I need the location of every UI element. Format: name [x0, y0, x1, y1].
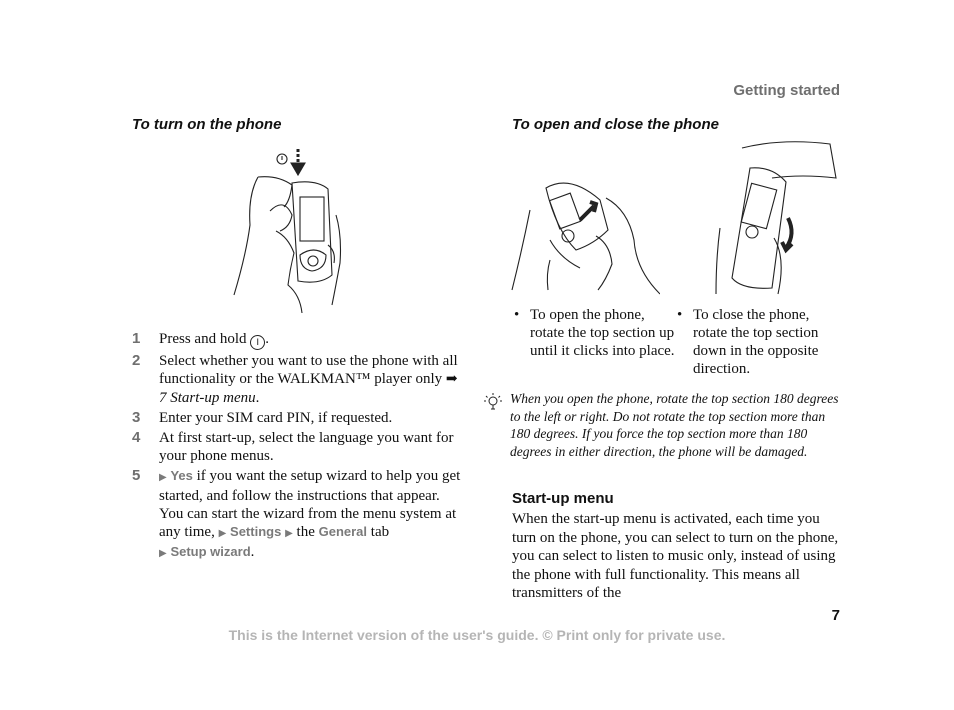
step-text: if you want the setup wizard to help you… — [159, 468, 461, 540]
step-number: 4 — [132, 429, 141, 446]
step-text: Select whether you want to use the phone… — [159, 353, 458, 387]
step-2: 2 Select whether you want to use the pho… — [132, 352, 458, 406]
page-number: 7 — [831, 607, 840, 624]
tip-text: When you open the phone, rotate the top … — [510, 391, 839, 459]
step-3: 3 Enter your SIM card PIN, if requested. — [132, 409, 462, 427]
menu-keyword-general: General — [318, 524, 368, 539]
startup-menu-heading: Start-up menu — [512, 490, 614, 507]
step-number: 2 — [132, 352, 141, 369]
lightbulb-icon — [484, 393, 502, 410]
menu-arrow-icon: ▶ — [218, 528, 227, 539]
menu-arrow-icon: ▶ — [159, 472, 167, 483]
open-phone-illustration — [511, 182, 660, 295]
power-key-icon: I — [250, 335, 266, 350]
turn-on-heading: To turn on the phone — [132, 116, 282, 133]
step-4: 4 At first start-up, select the language… — [132, 429, 462, 465]
step-text: Press and hold — [159, 331, 251, 347]
open-close-heading: To open and close the phone — [512, 116, 719, 133]
step-1: 1 Press and hold I. — [132, 330, 462, 350]
cross-reference-link[interactable]: 7 Start-up menu — [159, 390, 256, 406]
step-text: At first start-up, select the language y… — [159, 430, 454, 464]
steps-list: 1 Press and hold I. 2 Select whether you… — [132, 330, 462, 565]
step-5: 5 ▶ Yes if you want the setup wizard to … — [132, 467, 461, 560]
step-number: 5 — [132, 467, 141, 484]
footer-notice: This is the Internet version of the user… — [228, 627, 726, 643]
bullet-text: To open the phone, rotate the top sectio… — [530, 307, 675, 359]
turn-on-illustration — [233, 149, 342, 314]
arrow-right-icon: ➡ — [445, 372, 458, 387]
menu-arrow-icon: ▶ — [285, 528, 293, 539]
step-number: 1 — [132, 330, 141, 347]
startup-menu-text: When the start-up menu is activated, eac… — [512, 511, 839, 601]
menu-keyword-settings: Settings — [230, 524, 282, 539]
bullet-text: To close the phone, rotate the top secti… — [693, 307, 819, 377]
tip-box: When you open the phone, rotate the top … — [482, 390, 842, 460]
bullet-close: •To close the phone, rotate the top sect… — [677, 307, 819, 377]
bullet-open: •To open the phone, rotate the top secti… — [514, 307, 675, 359]
menu-keyword-yes: Yes — [170, 468, 193, 483]
menu-keyword-setup-wizard: Setup wizard — [170, 544, 251, 559]
step-text: Enter your SIM card PIN, if requested. — [159, 410, 393, 426]
menu-arrow-icon: ▶ — [159, 548, 167, 559]
step-number: 3 — [132, 409, 141, 426]
close-phone-illustration — [715, 141, 837, 295]
section-title: Getting started — [733, 82, 840, 99]
